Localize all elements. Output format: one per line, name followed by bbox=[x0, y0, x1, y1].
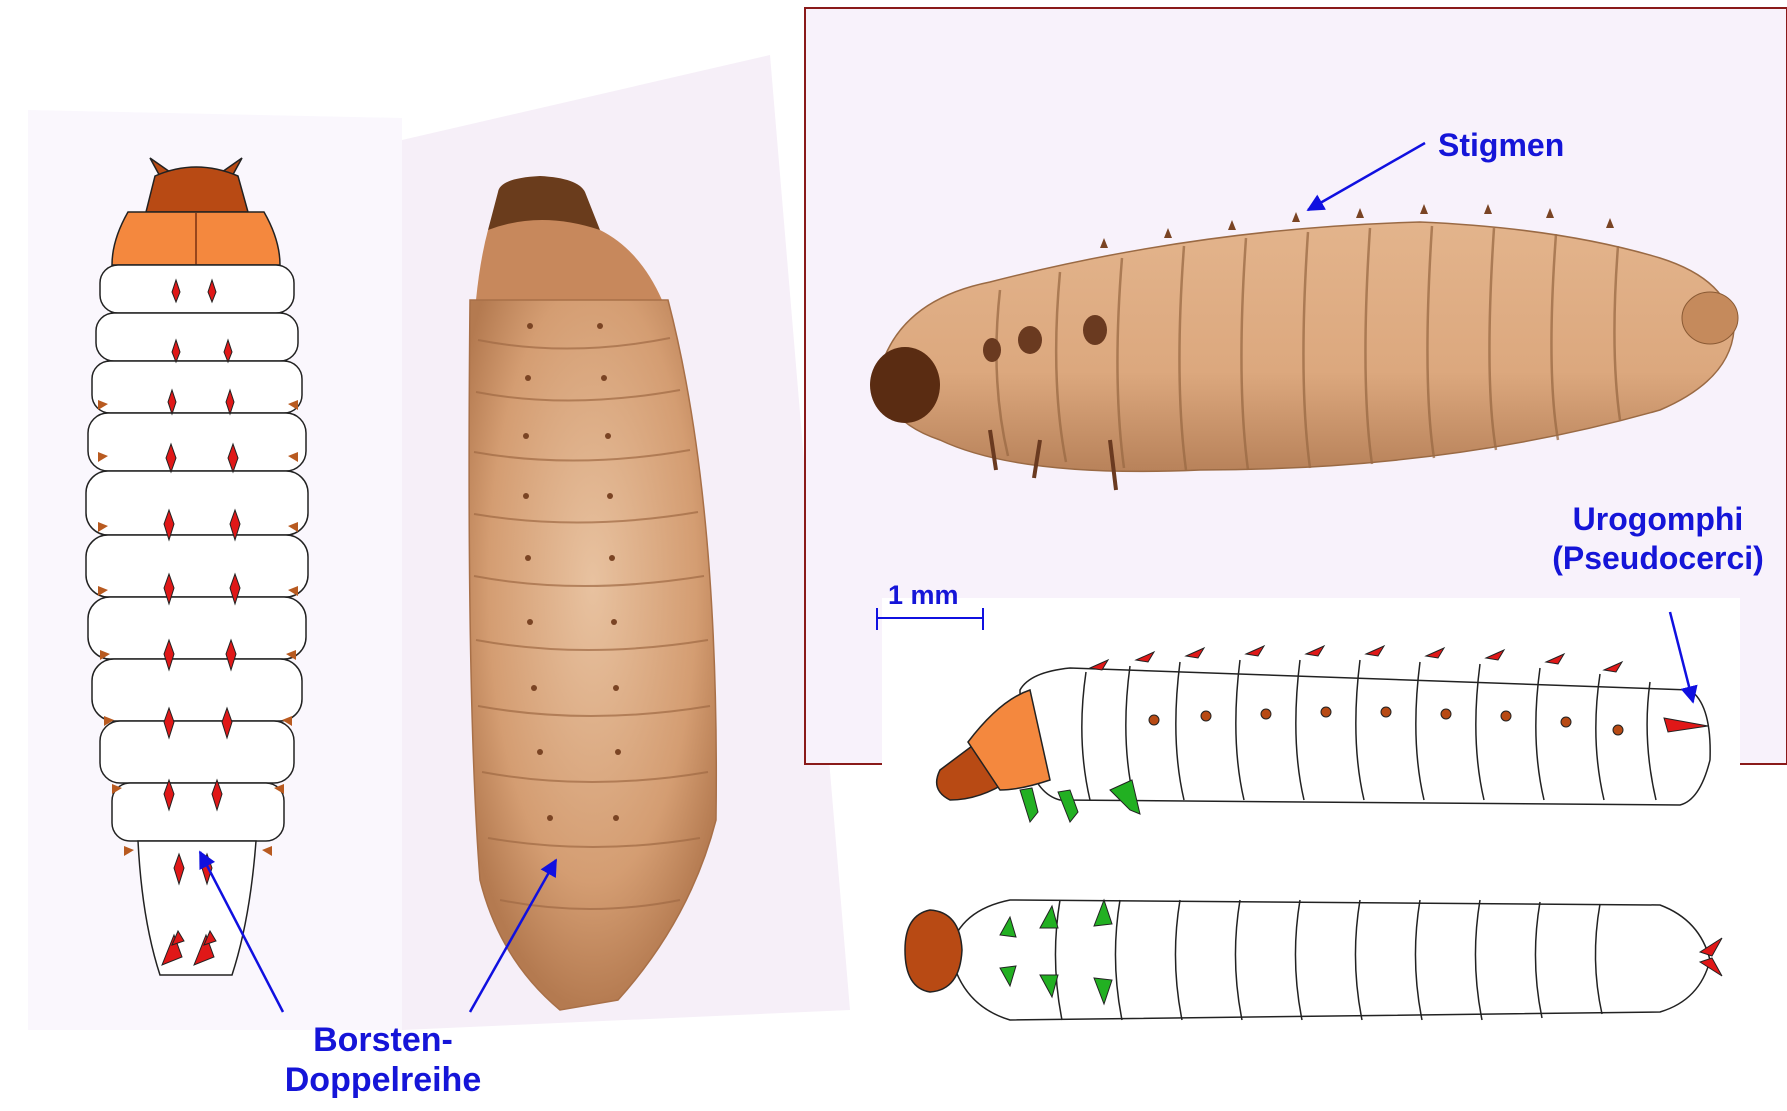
label-urogomphi-line1: Urogomphi bbox=[1528, 500, 1787, 539]
label-borsten-line1: Borsten- bbox=[268, 1020, 498, 1060]
ventral-larva-drawing bbox=[905, 900, 1710, 1020]
ventral-head bbox=[905, 910, 962, 992]
label-urogomphi: Urogomphi (Pseudocerci) bbox=[1528, 500, 1787, 578]
label-scale-bar: 1 mm bbox=[888, 580, 959, 611]
label-borsten-line2: Doppelreihe bbox=[268, 1060, 498, 1100]
label-urogomphi-line2: (Pseudocerci) bbox=[1528, 539, 1787, 578]
label-borsten-doppelreihe: Borsten- Doppelreihe bbox=[268, 1020, 498, 1100]
head-capsule bbox=[146, 167, 248, 212]
label-stigmen: Stigmen bbox=[1438, 127, 1564, 164]
